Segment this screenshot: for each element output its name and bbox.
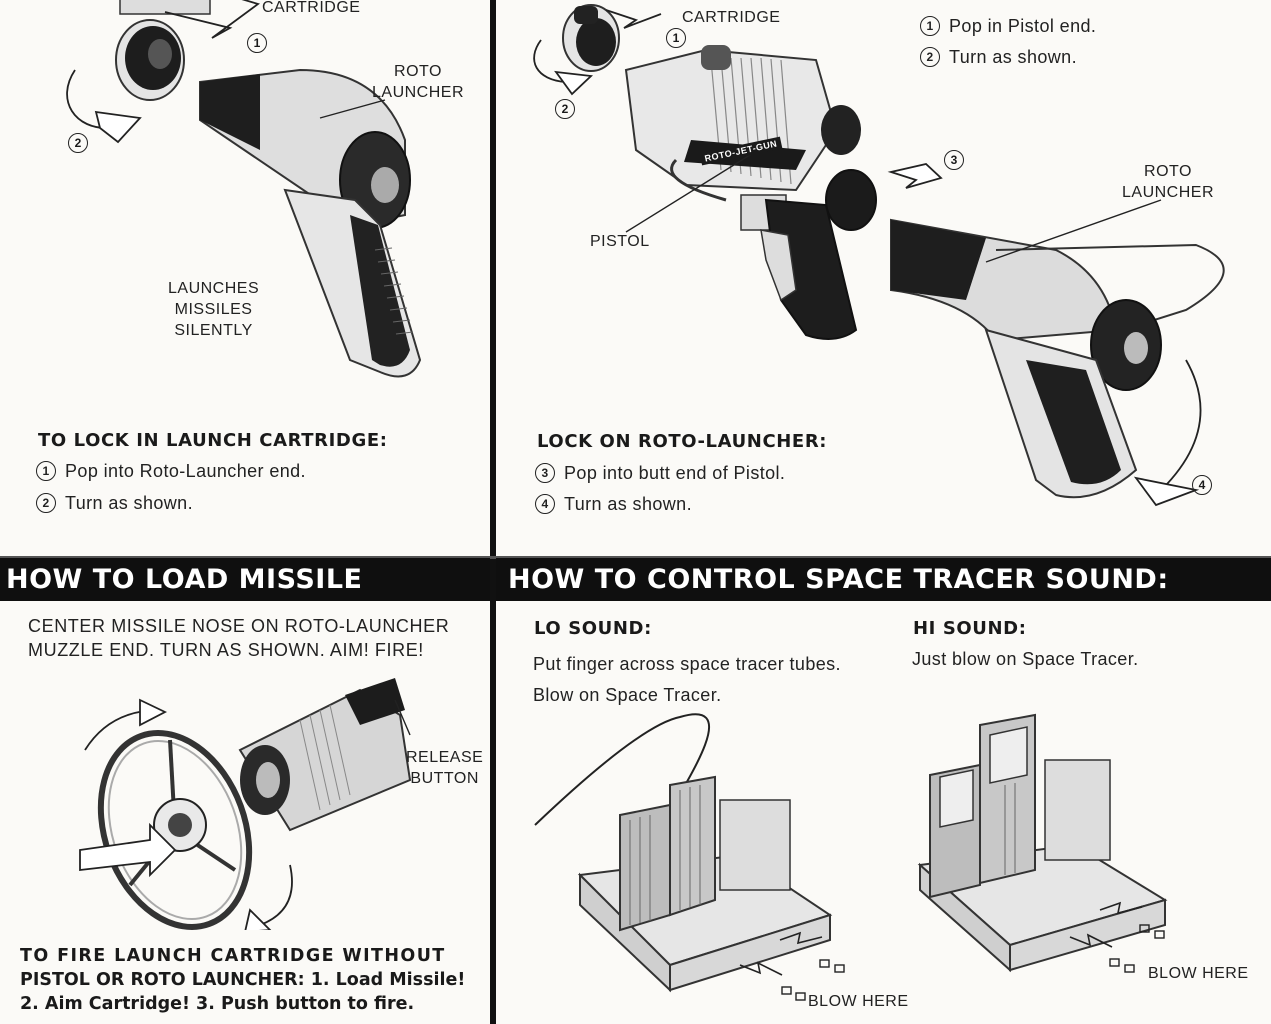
hi-sound-text: Just blow on Space Tracer. <box>912 649 1139 670</box>
step-number: 1 <box>36 461 56 481</box>
hi-sound-illustration <box>917 713 1168 973</box>
step-text: Pop into butt end of Pistol. <box>564 463 786 483</box>
step-number: 4 <box>535 494 555 514</box>
lo-line: Put finger across space tracer tubes. <box>533 654 841 674</box>
cartridge-illustration <box>115 0 211 101</box>
label-launcher: LAUNCHER <box>1122 184 1215 201</box>
label-pistol: PISTOL <box>590 233 650 250</box>
cartridge-illustration <box>562 4 620 72</box>
label-cartridge: CARTRIDGE <box>262 0 361 16</box>
label-button: BUTTON <box>410 770 479 787</box>
heading-lock-roto-launcher: LOCK ON ROTO-LAUNCHER: <box>537 431 828 452</box>
step-marker-2: 2 <box>555 99 575 119</box>
label-roto: ROTO <box>1144 163 1192 180</box>
banner-load-missile: HOW TO LOAD MISSILE <box>0 558 490 601</box>
step-item: 1 Pop in Pistol end. <box>920 16 1096 37</box>
blow-here-label-right: BLOW HERE <box>1148 965 1249 982</box>
step-marker-2: 2 <box>68 133 88 153</box>
label-roto: ROTO <box>394 63 442 80</box>
step-item: 2 Turn as shown. <box>920 47 1077 68</box>
fire-line: 2. Aim Cartridge! 3. Push button to fire… <box>20 994 415 1014</box>
label-cartridge-right: CARTRIDGE <box>682 9 781 26</box>
hi-sound-heading: HI SOUND: <box>913 618 1027 639</box>
step-number: 2 <box>920 47 940 67</box>
step-marker-3: 3 <box>944 150 964 170</box>
label-silently: SILENTLY <box>174 322 253 339</box>
banner-space-tracer-sound: HOW TO CONTROL SPACE TRACER SOUND: <box>496 558 1271 601</box>
label-launches-missiles: LAUNCHES MISSILES SILENTLY <box>168 278 259 341</box>
step-number: 2 <box>36 493 56 513</box>
lo-line: Blow on Space Tracer. <box>533 685 722 705</box>
horizontal-divider <box>0 556 1271 559</box>
step-item: 3 Pop into butt end of Pistol. <box>535 463 785 484</box>
step-item: 2 Turn as shown. <box>36 493 193 514</box>
fire-instructions: TO FIRE LAUNCH CARTRIDGE WITHOUT PISTOL … <box>20 944 465 1016</box>
step-text: Turn as shown. <box>949 47 1077 67</box>
fire-line: TO FIRE LAUNCH CARTRIDGE WITHOUT <box>20 946 446 966</box>
step-item: 1 Pop into Roto-Launcher end. <box>36 461 306 482</box>
label-launches: LAUNCHES <box>168 280 260 297</box>
fire-line: PISTOL OR ROTO LAUNCHER: 1. Load Missile… <box>20 970 466 990</box>
step-text: Pop into Roto-Launcher end. <box>65 461 306 481</box>
blow-here-label-left: BLOW HERE <box>808 993 909 1010</box>
step-marker-1: 1 <box>666 28 686 48</box>
hi-line: Just blow on Space Tracer. <box>912 649 1139 669</box>
label-missiles: MISSILES <box>174 301 253 318</box>
label-release-button: RELEASE BUTTON <box>406 747 483 789</box>
pistol-assembly-illustration <box>533 4 1225 507</box>
lo-sound-heading: LO SOUND: <box>534 618 652 639</box>
load-instructions: CENTER MISSILE NOSE ON ROTO-LAUNCHER MUZ… <box>28 614 449 662</box>
vertical-divider <box>490 0 496 1024</box>
step-item: 4 Turn as shown. <box>535 494 692 515</box>
heading-lock-cartridge: TO LOCK IN LAUNCH CARTRIDGE: <box>38 430 388 451</box>
instruction-line: MUZZLE END. TURN AS SHOWN. AIM! FIRE! <box>28 640 424 660</box>
label-roto-launcher: ROTO LAUNCHER <box>372 61 464 103</box>
step-text: Turn as shown. <box>65 493 193 513</box>
lo-sound-text: Put finger across space tracer tubes. Bl… <box>533 649 841 711</box>
label-roto-launcher-right: ROTO LAUNCHER <box>1122 161 1214 203</box>
step-marker-1: 1 <box>247 33 267 53</box>
lo-sound-illustration <box>534 713 845 1001</box>
label-launcher: LAUNCHER <box>372 84 465 101</box>
step-number: 1 <box>920 16 940 36</box>
instruction-line: CENTER MISSILE NOSE ON ROTO-LAUNCHER <box>28 616 450 636</box>
step-number: 3 <box>535 463 555 483</box>
label-release: RELEASE <box>406 749 484 766</box>
roto-launcher-illustration <box>66 0 422 378</box>
step-text: Pop in Pistol end. <box>949 16 1097 36</box>
step-marker-4: 4 <box>1192 475 1212 495</box>
step-text: Turn as shown. <box>564 494 692 514</box>
missile-loading-illustration <box>79 678 412 930</box>
